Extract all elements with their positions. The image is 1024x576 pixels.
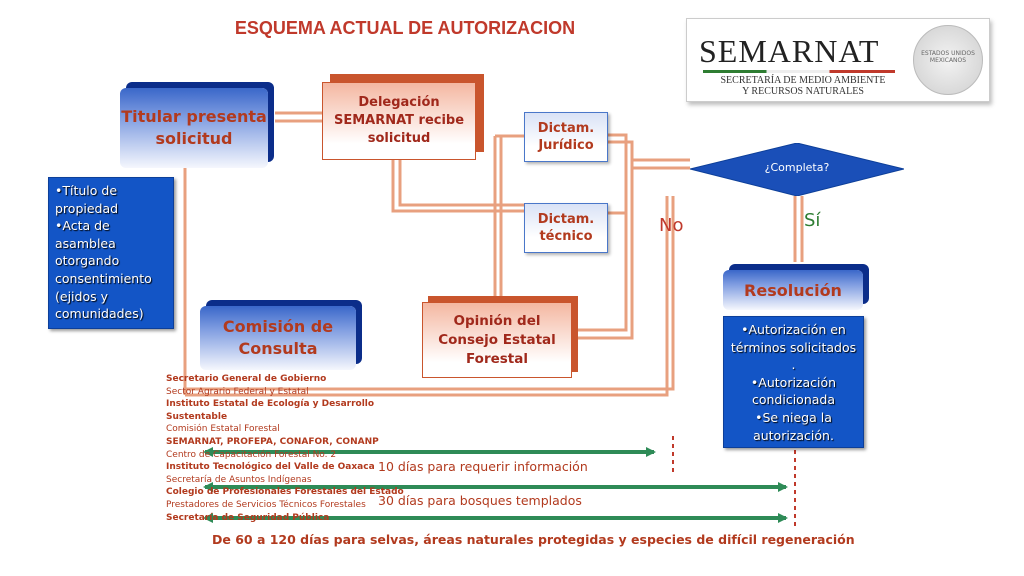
logo-subtitle-line-1: SECRETARÍA DE MEDIO AMBIENTE <box>720 75 886 86</box>
connector-juridico-right <box>578 133 628 332</box>
list-item: Instituto Estatal de Ecología y Desarrol… <box>166 399 375 422</box>
diagram-title: ESQUEMA ACTUAL DE AUTORIZACION <box>234 18 576 38</box>
node-comision-consulta: Comisión de Consulta <box>200 306 356 370</box>
node-delegacion: Delegación SEMARNAT recibe solicitud <box>322 82 476 160</box>
comision-miembros-list: Secretario General de Gobierno Sector Ag… <box>166 373 426 524</box>
resultados-panel: •Autorización en términos solicitados . … <box>723 316 864 448</box>
connector-juridico-right-2 <box>578 140 634 340</box>
decision-shape <box>690 143 904 196</box>
list-item: Secretaría de Asuntos Indígenas <box>166 474 312 485</box>
connector-no-loop <box>185 196 675 391</box>
plazo-label-60: De 60 a 120 días para selvas, áreas natu… <box>212 532 855 547</box>
list-item: Sector Agrario Federal y Estatal <box>166 386 309 397</box>
seal-text: ESTADOS UNIDOS MEXICANOS <box>921 50 975 64</box>
connector-lines <box>183 111 804 397</box>
list-item: Secretaría de Seguridad Pública <box>166 512 330 523</box>
list-item: SEMARNAT, PROFEPA, CONAFOR, CONANP <box>166 436 379 447</box>
connector-no-loop-2 <box>185 196 669 397</box>
logo-subtitle: SECRETARÍA DE MEDIO AMBIENTE Y RECURSOS … <box>703 75 903 97</box>
logo-color-rule <box>703 70 895 73</box>
plazo-label-30: 30 días para bosques templados <box>378 493 582 508</box>
list-item: Centro de Capacitación Forestal No. 2 <box>166 449 337 460</box>
plazo-label-10: 10 días para requerir información <box>378 459 588 474</box>
timeline-arrows <box>203 447 788 523</box>
decision-label: ¿Completa? <box>764 161 830 174</box>
node-resolucion: Resolución <box>723 270 863 310</box>
list-item: Instituto Tecnológico del Valle de Oaxac… <box>166 462 375 473</box>
requisito-item: •Acta de asamblea otorgando consentimien… <box>55 218 152 322</box>
resultado-item: •Se niega la autorización. <box>753 409 834 443</box>
connector-delegacion-tecnico <box>391 160 524 213</box>
list-item: Secretario General de Gobierno <box>166 374 327 384</box>
resultado-item: •Autorización condicionada <box>750 374 837 408</box>
list-item: Comisión Estatal Forestal <box>166 424 280 435</box>
connector-delegacion-tecnico-2 <box>398 160 524 207</box>
requisito-item: •Título de propiedad <box>55 183 119 216</box>
deadline-markers <box>672 436 796 530</box>
list-item: Colegio de Profesionales Forestales del … <box>166 487 404 498</box>
node-opinion-consejo: Opinión del Consejo Estatal Forestal <box>422 302 572 378</box>
requisitos-panel: •Título de propiedad •Acta de asamblea o… <box>48 177 174 329</box>
branch-label-si: Sí <box>804 210 821 231</box>
node-dictam-tecnico: Dictam. técnico <box>524 203 608 253</box>
resultado-item: •Autorización en términos solicitados . <box>730 322 857 373</box>
logo-wordmark: SEMARNAT <box>699 33 880 69</box>
logo-subtitle-line-2: Y RECURSOS NATURALES <box>742 86 864 97</box>
list-item: Prestadores de Servicios Técnicos Forest… <box>166 499 366 510</box>
coat-of-arms-icon: ESTADOS UNIDOS MEXICANOS <box>913 25 983 95</box>
node-dictam-juridico: Dictam. Jurídico <box>524 112 608 162</box>
node-titular: Titular presenta solicitud <box>120 88 268 168</box>
branch-label-no: No <box>659 215 684 236</box>
semarnat-logo: SEMARNAT SECRETARÍA DE MEDIO AMBIENTE Y … <box>686 18 990 102</box>
decision-completa: ¿Completa? <box>690 143 904 196</box>
